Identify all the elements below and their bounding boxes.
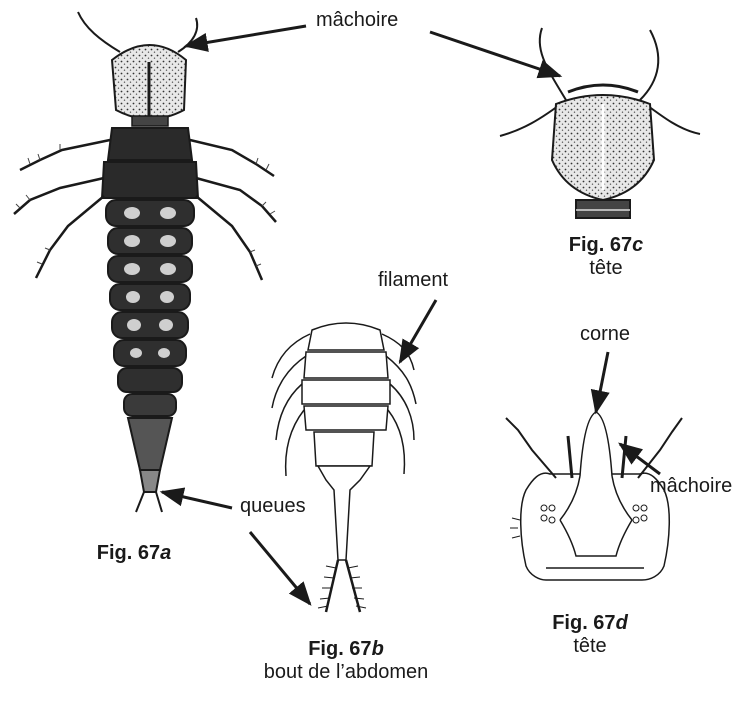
arrow-queues-a — [162, 492, 232, 508]
arrow-machoire-a — [186, 26, 306, 46]
larva-illustration — [14, 12, 276, 512]
head-c-illustration — [500, 28, 700, 218]
terminal-segment — [318, 466, 370, 560]
abdomen-tip-illustration — [272, 323, 416, 612]
horn — [580, 412, 612, 476]
caption-fig-67b-text: bout de l’abdomen — [236, 661, 456, 684]
caption-fig-67a: Fig. 67a — [74, 542, 194, 565]
caption-fig-67b: Fig. 67b bout de l’abdomen — [236, 638, 456, 684]
thorax-2 — [102, 162, 198, 198]
caption-fig-67b-title: Fig. 67b — [236, 638, 456, 661]
abdomen-segments — [106, 200, 194, 416]
left-mandible-c — [540, 28, 566, 100]
caption-fig-67c-text: tête — [536, 257, 676, 280]
arrow-corne — [596, 352, 608, 412]
label-filament: filament — [378, 270, 448, 290]
head-capsule-d — [521, 473, 670, 580]
label-machoire-top: mâchoire — [316, 10, 398, 30]
right-mandible-c — [640, 30, 658, 100]
label-machoire-d: mâchoire — [650, 476, 732, 496]
arrow-filament — [400, 300, 436, 362]
thorax-1 — [108, 128, 192, 160]
caption-fig-67c-title: Fig. 67c — [536, 234, 676, 257]
caption-fig-67d: Fig. 67d tête — [520, 612, 660, 658]
caption-fig-67d-text: tête — [520, 635, 660, 658]
left-mandible — [78, 12, 120, 52]
caption-fig-67a-title: Fig. 67a — [74, 542, 194, 565]
caption-fig-67c: Fig. 67c tête — [536, 234, 676, 280]
arrow-queues-b — [250, 532, 310, 604]
caption-fig-67d-title: Fig. 67d — [520, 612, 660, 635]
tail-segment — [128, 418, 172, 470]
label-queues: queues — [240, 496, 306, 516]
label-corne: corne — [580, 324, 630, 344]
hairy-tails — [318, 560, 366, 612]
